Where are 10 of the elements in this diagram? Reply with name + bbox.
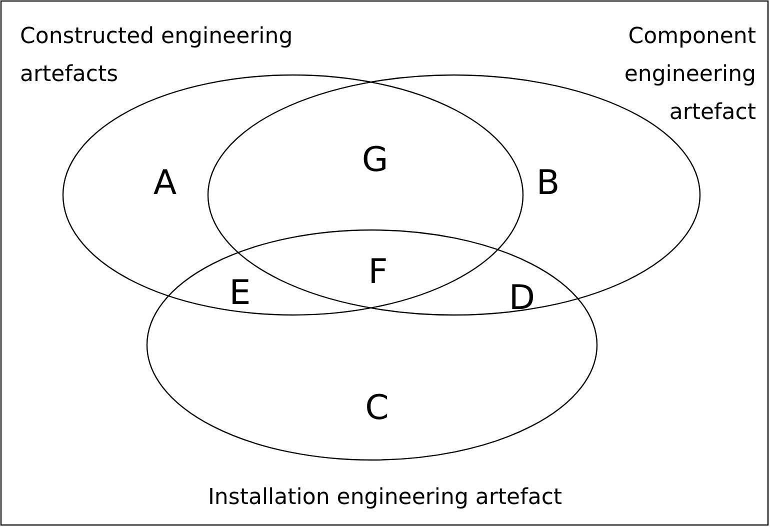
region-letter: D — [508, 278, 536, 318]
region-letter: G — [362, 140, 388, 180]
region-letter: F — [368, 252, 388, 292]
region-letter: A — [153, 163, 177, 203]
set-label: Component engineering artefact — [623, 23, 756, 127]
region-letter: E — [229, 273, 251, 313]
region-letter: C — [365, 388, 389, 428]
set-label: Installation engineering artefact — [208, 484, 562, 512]
set-label: Constructed engineering artefacts — [20, 23, 294, 89]
region-letter: B — [536, 163, 560, 203]
